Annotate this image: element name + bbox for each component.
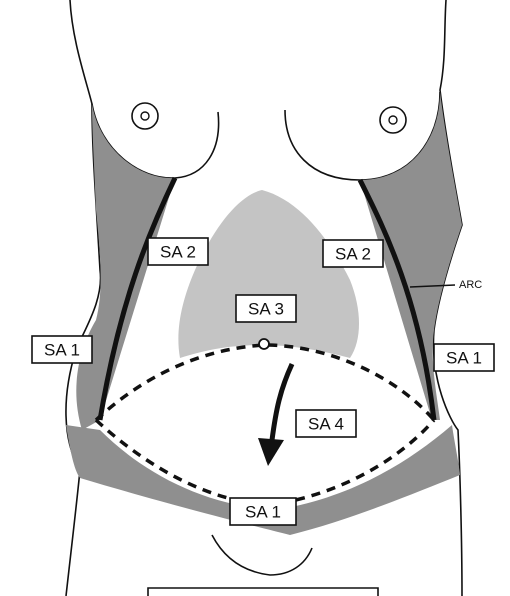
zone-label-sa1-left: SA 1 [32,336,92,363]
left-lateral-zone [76,104,175,430]
bottom-frame [148,588,378,596]
svg-text:SA 3: SA 3 [248,300,284,319]
zone-label-sa2-left: SA 2 [148,238,208,265]
svg-text:SA 4: SA 4 [308,415,344,434]
svg-text:SA 2: SA 2 [160,243,196,262]
upper-central-zone [178,190,359,358]
zone-label-sa1-right: SA 1 [434,344,494,371]
zone-label-sa1-bottom: SA 1 [230,498,296,525]
zone-label-sa2-right: SA 2 [323,240,383,267]
zone-label-sa4: SA 4 [296,410,356,437]
left-nipple [132,103,158,129]
zone-label-sa3: SA 3 [236,295,296,322]
svg-text:SA 2: SA 2 [335,245,371,264]
svg-text:SA 1: SA 1 [44,341,80,360]
pubic-curve [212,535,312,575]
curved-arrow [272,364,292,440]
umbilicus-marker [259,339,269,349]
right-nipple [380,107,406,133]
arc-label: ARC [459,279,482,291]
svg-text:SA 1: SA 1 [446,349,482,368]
svg-text:SA 1: SA 1 [245,503,281,522]
arrow-head [258,438,284,466]
upper-dashed-boundary [96,345,434,420]
